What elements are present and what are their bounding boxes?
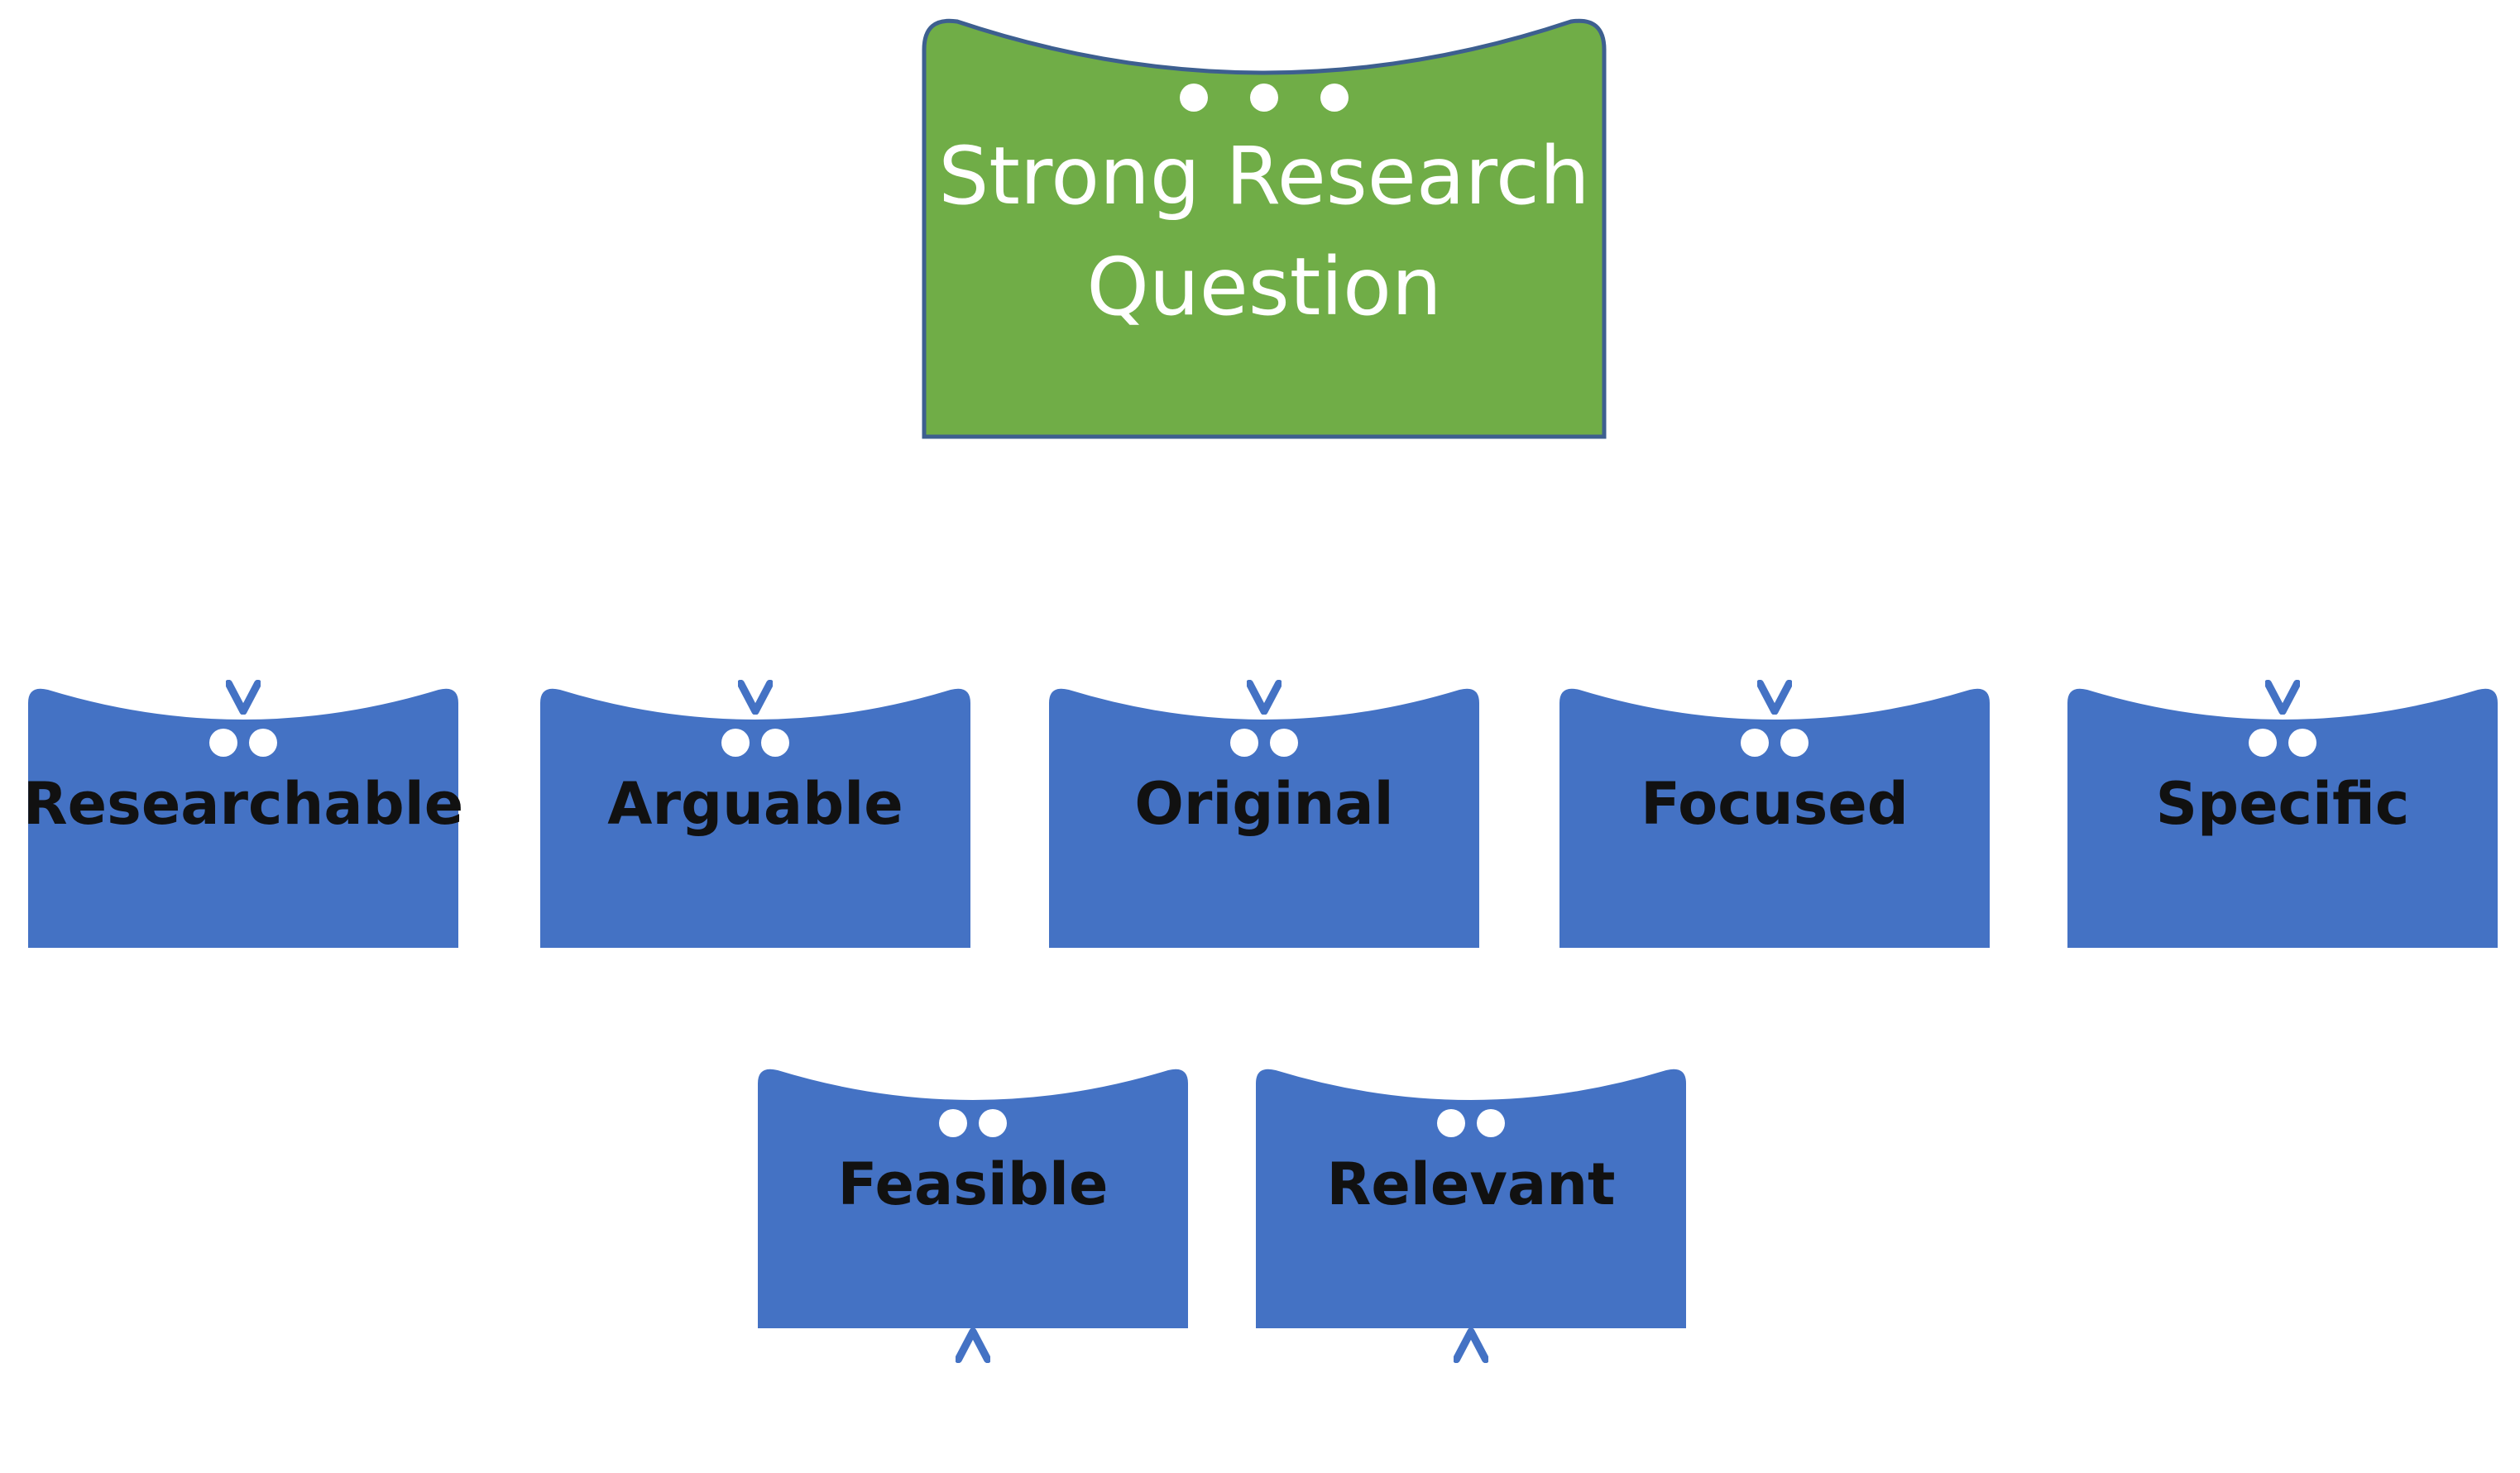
child-shape xyxy=(28,688,458,948)
child-shape xyxy=(1256,1069,1686,1328)
child-dot-2 xyxy=(1477,1109,1505,1137)
child-shape xyxy=(1049,688,1479,948)
child-shape xyxy=(1559,688,1990,948)
child-dot-2 xyxy=(979,1109,1007,1137)
child-label: Feasible xyxy=(838,1150,1109,1218)
child-node-feasible: Feasible xyxy=(758,1069,1188,1328)
child-shape xyxy=(2067,688,2498,948)
child-dot-1 xyxy=(2249,729,2277,757)
root-shape xyxy=(922,18,1607,439)
child-node-researchable: Researchable xyxy=(23,688,463,948)
root-dot-1 xyxy=(1180,84,1208,112)
child-node-specific: Specific xyxy=(2067,688,2498,948)
connector-to-focused xyxy=(1264,550,1775,711)
child-dot-2 xyxy=(2288,729,2316,757)
child-label: Specific xyxy=(2156,770,2410,838)
child-node-focused: Focused xyxy=(1559,688,1990,948)
child-shape xyxy=(758,1069,1188,1328)
root-label-line2: Question xyxy=(1086,241,1441,333)
child-dot-1 xyxy=(1230,729,1258,757)
child-dot-1 xyxy=(721,729,750,757)
child-dot-2 xyxy=(761,729,789,757)
child-nodes: Researchable Arguable Original Focused Speci… xyxy=(23,688,2498,1328)
child-label: Original xyxy=(1134,770,1393,838)
child-dot-1 xyxy=(209,729,237,757)
child-label: Relevant xyxy=(1326,1150,1615,1218)
connector-to-specific xyxy=(1741,579,2283,711)
child-dot-1 xyxy=(1741,729,1769,757)
root-dot-3 xyxy=(1320,84,1349,112)
child-shape xyxy=(540,688,970,948)
child-dot-2 xyxy=(1270,729,1298,757)
child-label: Researchable xyxy=(23,770,463,838)
child-node-relevant: Relevant xyxy=(1256,1069,1686,1328)
child-label: Arguable xyxy=(607,770,903,838)
root-label-line1: Strong Research xyxy=(938,130,1589,222)
child-node-arguable: Arguable xyxy=(540,688,970,948)
root-node: Strong Research Question xyxy=(922,18,1607,439)
root-dot-2 xyxy=(1250,84,1278,112)
connector-to-researchable xyxy=(243,550,1264,711)
child-dot-2 xyxy=(249,729,277,757)
child-dot-1 xyxy=(1437,1109,1465,1137)
connector-to-arguable xyxy=(755,579,790,711)
child-dot-1 xyxy=(939,1109,967,1137)
child-label: Focused xyxy=(1641,770,1909,838)
child-node-original: Original xyxy=(1049,688,1479,948)
child-dot-2 xyxy=(1780,729,1809,757)
